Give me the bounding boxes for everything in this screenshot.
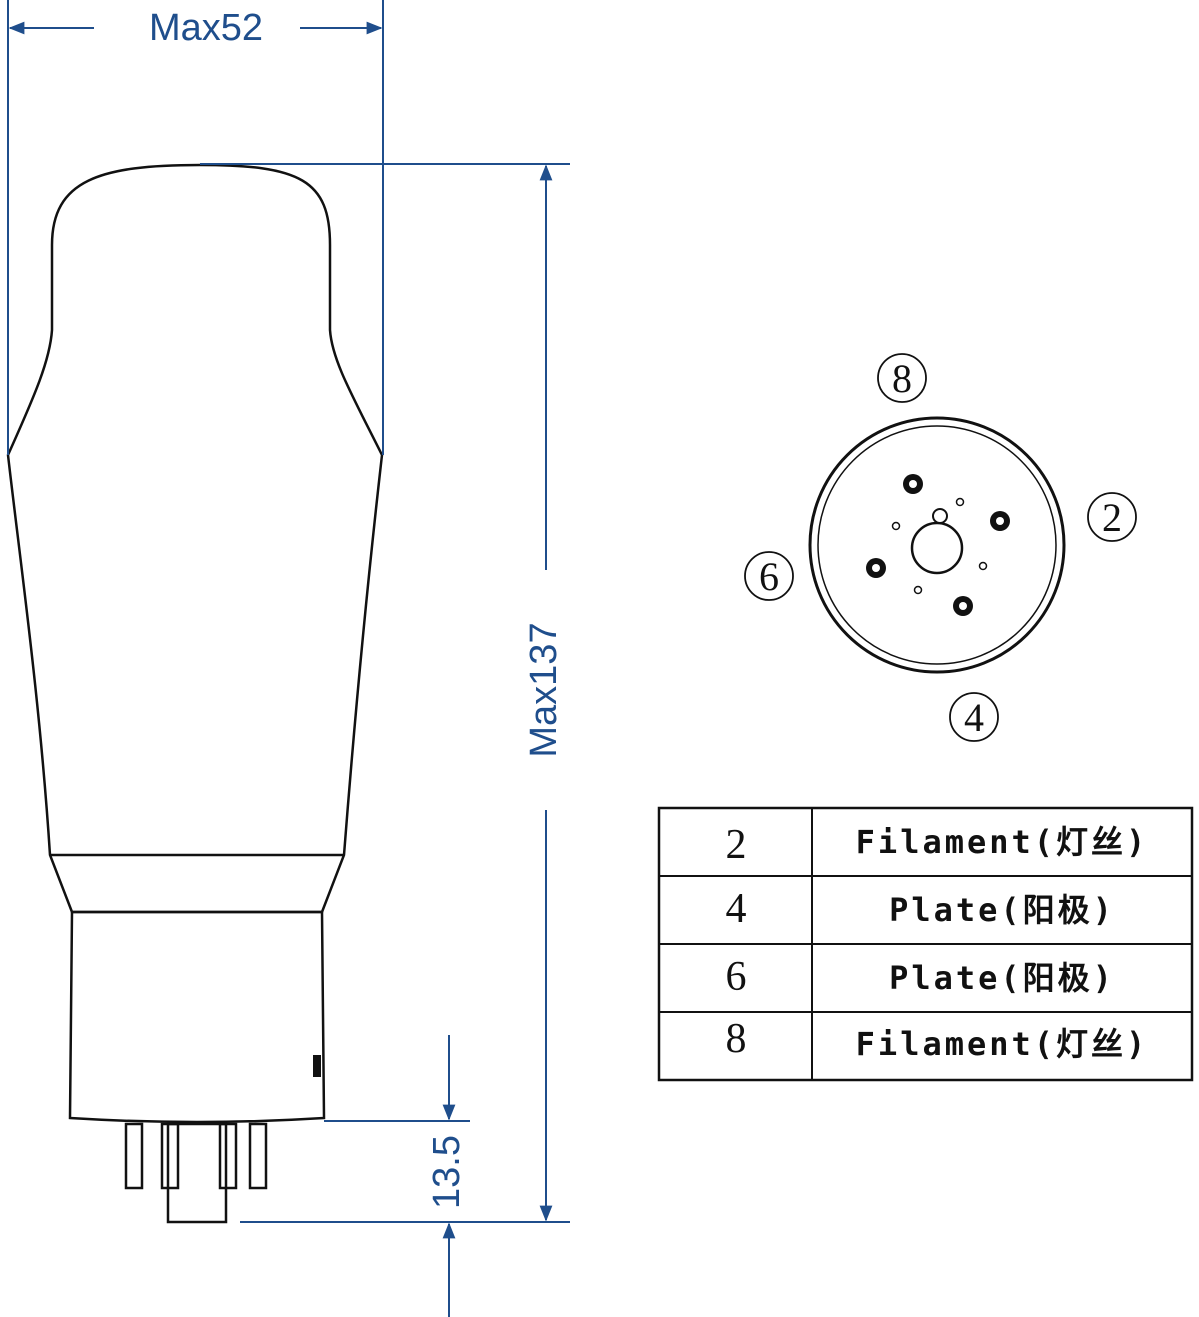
svg-text:2: 2 bbox=[1102, 495, 1122, 540]
svg-text:4: 4 bbox=[964, 695, 984, 740]
height-dimension bbox=[200, 163, 570, 1223]
function-cell: Plate(阳极) bbox=[889, 891, 1115, 929]
pin-left-inner bbox=[160, 1122, 180, 1190]
center-key-notch bbox=[932, 508, 948, 524]
table-row: 4 Plate(阳极) bbox=[726, 886, 1115, 932]
pin-number-6: 6 bbox=[744, 551, 794, 601]
socket-bottom-view bbox=[808, 416, 1066, 674]
pin-left bbox=[124, 1122, 144, 1190]
pin-cell: 6 bbox=[726, 954, 747, 1000]
table-row: 8 Filament(灯丝) bbox=[726, 1016, 1149, 1063]
pin-number-4: 4 bbox=[949, 692, 999, 742]
function-cell: Filament(灯丝) bbox=[856, 1025, 1149, 1063]
table-row: 2 Filament(灯丝) bbox=[726, 822, 1149, 868]
pin-number-8: 8 bbox=[877, 353, 927, 403]
center-key bbox=[910, 521, 964, 575]
socket-outer-ring bbox=[808, 416, 1066, 674]
pin-number-2: 2 bbox=[1087, 492, 1137, 542]
pin-holes bbox=[866, 474, 1010, 616]
pin-cell: 8 bbox=[726, 1016, 747, 1062]
width-dimension bbox=[7, 0, 384, 455]
function-cell: Plate(阳极) bbox=[889, 959, 1115, 997]
pin-cell: 4 bbox=[726, 886, 747, 932]
tube-base bbox=[68, 910, 326, 1124]
width-label: Max52 bbox=[149, 7, 263, 49]
svg-text:6: 6 bbox=[759, 554, 779, 599]
pin-right bbox=[248, 1122, 268, 1190]
tube-glass-envelope bbox=[6, 163, 384, 914]
pin-table: 2 Filament(灯丝) 4 Plate(阳极) 6 Plate(阳极) 8… bbox=[657, 806, 1194, 1082]
tube-outline bbox=[6, 163, 384, 1224]
socket-inner-ring bbox=[817, 425, 1057, 665]
pin-cell: 2 bbox=[726, 822, 747, 868]
pin-length-dimension bbox=[324, 1035, 470, 1317]
svg-text:8: 8 bbox=[892, 356, 912, 401]
function-cell: Filament(灯丝) bbox=[856, 823, 1149, 861]
center-key-post bbox=[166, 1122, 228, 1224]
height-label: Max137 bbox=[523, 622, 565, 757]
pin-right-inner bbox=[218, 1122, 238, 1190]
pin-length-label: 13.5 bbox=[426, 1135, 468, 1209]
unused-pin-holes bbox=[891, 497, 988, 595]
table-row: 6 Plate(阳极) bbox=[726, 954, 1115, 1000]
base-key-mark bbox=[313, 1055, 321, 1077]
